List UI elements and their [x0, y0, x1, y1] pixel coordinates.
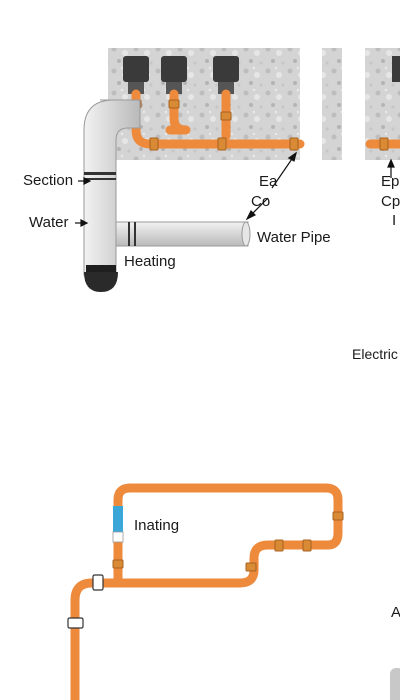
copper-loop-fittings — [112, 511, 344, 572]
label-fragment-cp: Cp — [381, 193, 400, 210]
copper-loop — [70, 483, 343, 700]
label-water: Water — [29, 214, 69, 231]
stub-fittings — [123, 56, 400, 94]
label-heating: Heating — [124, 253, 176, 270]
pipe-clamps — [67, 574, 104, 629]
label-fragment-a: A — [391, 604, 400, 621]
edge-device — [390, 668, 400, 700]
label-fragment-ep: Ep — [381, 173, 400, 190]
label-electric: Electric — [352, 346, 398, 362]
blue-band — [112, 506, 124, 543]
annotation-arrows — [75, 151, 395, 227]
label-section: Section — [23, 172, 74, 189]
label-water-pipe: Water Pipe — [257, 229, 331, 246]
valve-icon — [84, 265, 118, 292]
label-fragment-i: I — [392, 212, 397, 229]
pvc-pipe — [83, 99, 251, 276]
label-fragment-ea: Ea — [259, 173, 278, 190]
label-inating: Inating — [134, 517, 180, 534]
label-fragment-co: Co — [251, 193, 271, 210]
